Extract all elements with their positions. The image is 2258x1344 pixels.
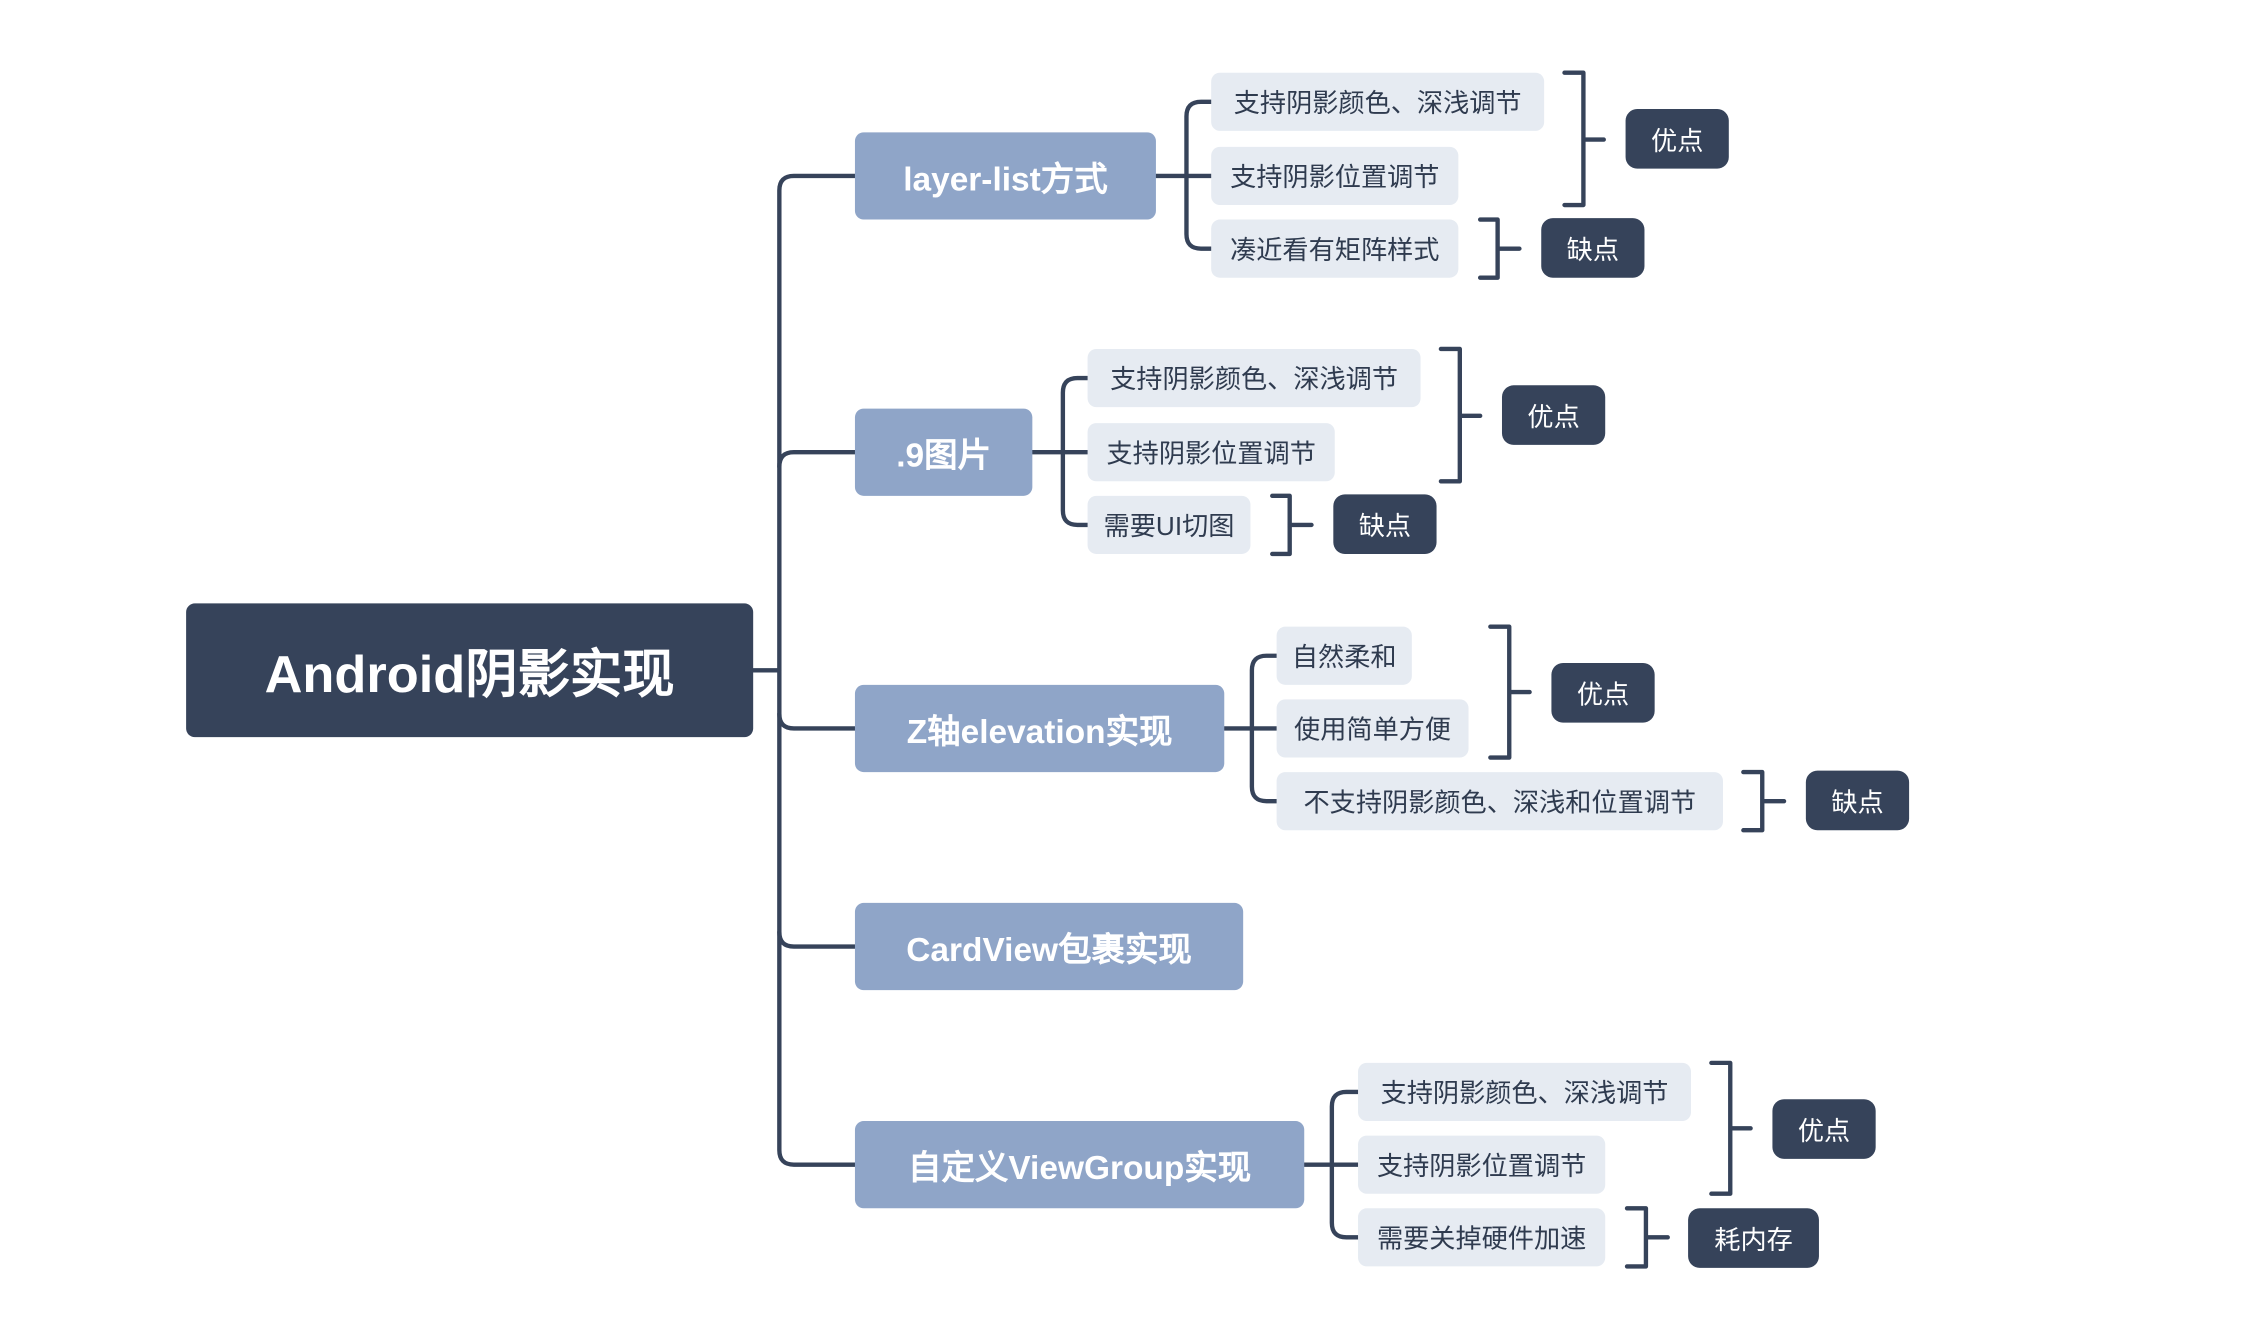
cons-tag[interactable]: 缺点 bbox=[1541, 218, 1645, 278]
leaf-topic[interactable]: 支持阴影位置调节 bbox=[1358, 1135, 1606, 1194]
leaf-topic[interactable]: 支持阴影颜色、深浅调节 bbox=[1211, 72, 1545, 131]
leaf-topic[interactable]: 凑近看有矩阵样式 bbox=[1211, 219, 1459, 278]
trunk-to-branch-3 bbox=[777, 711, 858, 731]
leaf-topic[interactable]: 支持阴影颜色、深浅调节 bbox=[1358, 1062, 1692, 1122]
pros-tag[interactable]: 优点 bbox=[1501, 385, 1606, 445]
cons-tag[interactable]: 缺点 bbox=[1333, 494, 1437, 554]
branch-2-spine bbox=[1030, 375, 1090, 528]
branch-5-spine bbox=[1302, 1089, 1361, 1240]
branch-3-bracket-pros bbox=[1488, 624, 1532, 760]
root-topic[interactable]: Android阴影实现 bbox=[186, 603, 754, 738]
branch-topic-nine-patch[interactable]: .9图片 bbox=[854, 408, 1033, 496]
branch-5-bracket-pros bbox=[1709, 1060, 1753, 1196]
branch-3-bracket-cons bbox=[1741, 769, 1787, 833]
pros-tag[interactable]: 优点 bbox=[1772, 1099, 1876, 1159]
branch-topic-elevation[interactable]: Z轴elevation实现 bbox=[854, 684, 1225, 773]
trunk-to-branch-4 bbox=[777, 929, 858, 949]
branch-1-bracket-cons bbox=[1477, 217, 1522, 280]
branch-topic-cardview[interactable]: CardView包裹实现 bbox=[854, 902, 1244, 991]
branch-2-bracket-cons bbox=[1270, 493, 1314, 557]
branch-3-spine bbox=[1222, 653, 1279, 804]
leaf-topic[interactable]: 不支持阴影颜色、深浅和位置调节 bbox=[1276, 772, 1723, 831]
leaf-topic[interactable]: 支持阴影颜色、深浅调节 bbox=[1087, 348, 1421, 408]
leaf-topic[interactable]: 支持阴影位置调节 bbox=[1211, 146, 1459, 206]
branch-topic-custom-viewgroup[interactable]: 自定义ViewGroup实现 bbox=[854, 1121, 1305, 1209]
pros-tag[interactable]: 优点 bbox=[1625, 109, 1729, 169]
branch-1-spine bbox=[1153, 99, 1214, 251]
leaf-topic[interactable]: 自然柔和 bbox=[1276, 626, 1412, 685]
trunk-to-branch-2 bbox=[777, 450, 858, 469]
leaf-topic[interactable]: 支持阴影位置调节 bbox=[1087, 423, 1335, 482]
leaf-topic[interactable]: 需要UI切图 bbox=[1087, 495, 1251, 554]
branch-5-bracket-cons bbox=[1624, 1206, 1670, 1269]
leaf-topic[interactable]: 使用简单方便 bbox=[1276, 699, 1469, 758]
branch-2-bracket-pros bbox=[1438, 346, 1483, 484]
cons-tag[interactable]: 缺点 bbox=[1805, 770, 1910, 831]
cons-tag[interactable]: 耗内存 bbox=[1688, 1208, 1819, 1268]
branch-topic-layer-list[interactable]: layer-list方式 bbox=[854, 132, 1156, 220]
pros-tag[interactable]: 优点 bbox=[1551, 663, 1655, 723]
branch-1-bracket-pros bbox=[1562, 70, 1606, 208]
trunk-spine bbox=[777, 173, 858, 1167]
leaf-topic[interactable]: 需要关掉硬件加速 bbox=[1358, 1208, 1606, 1267]
